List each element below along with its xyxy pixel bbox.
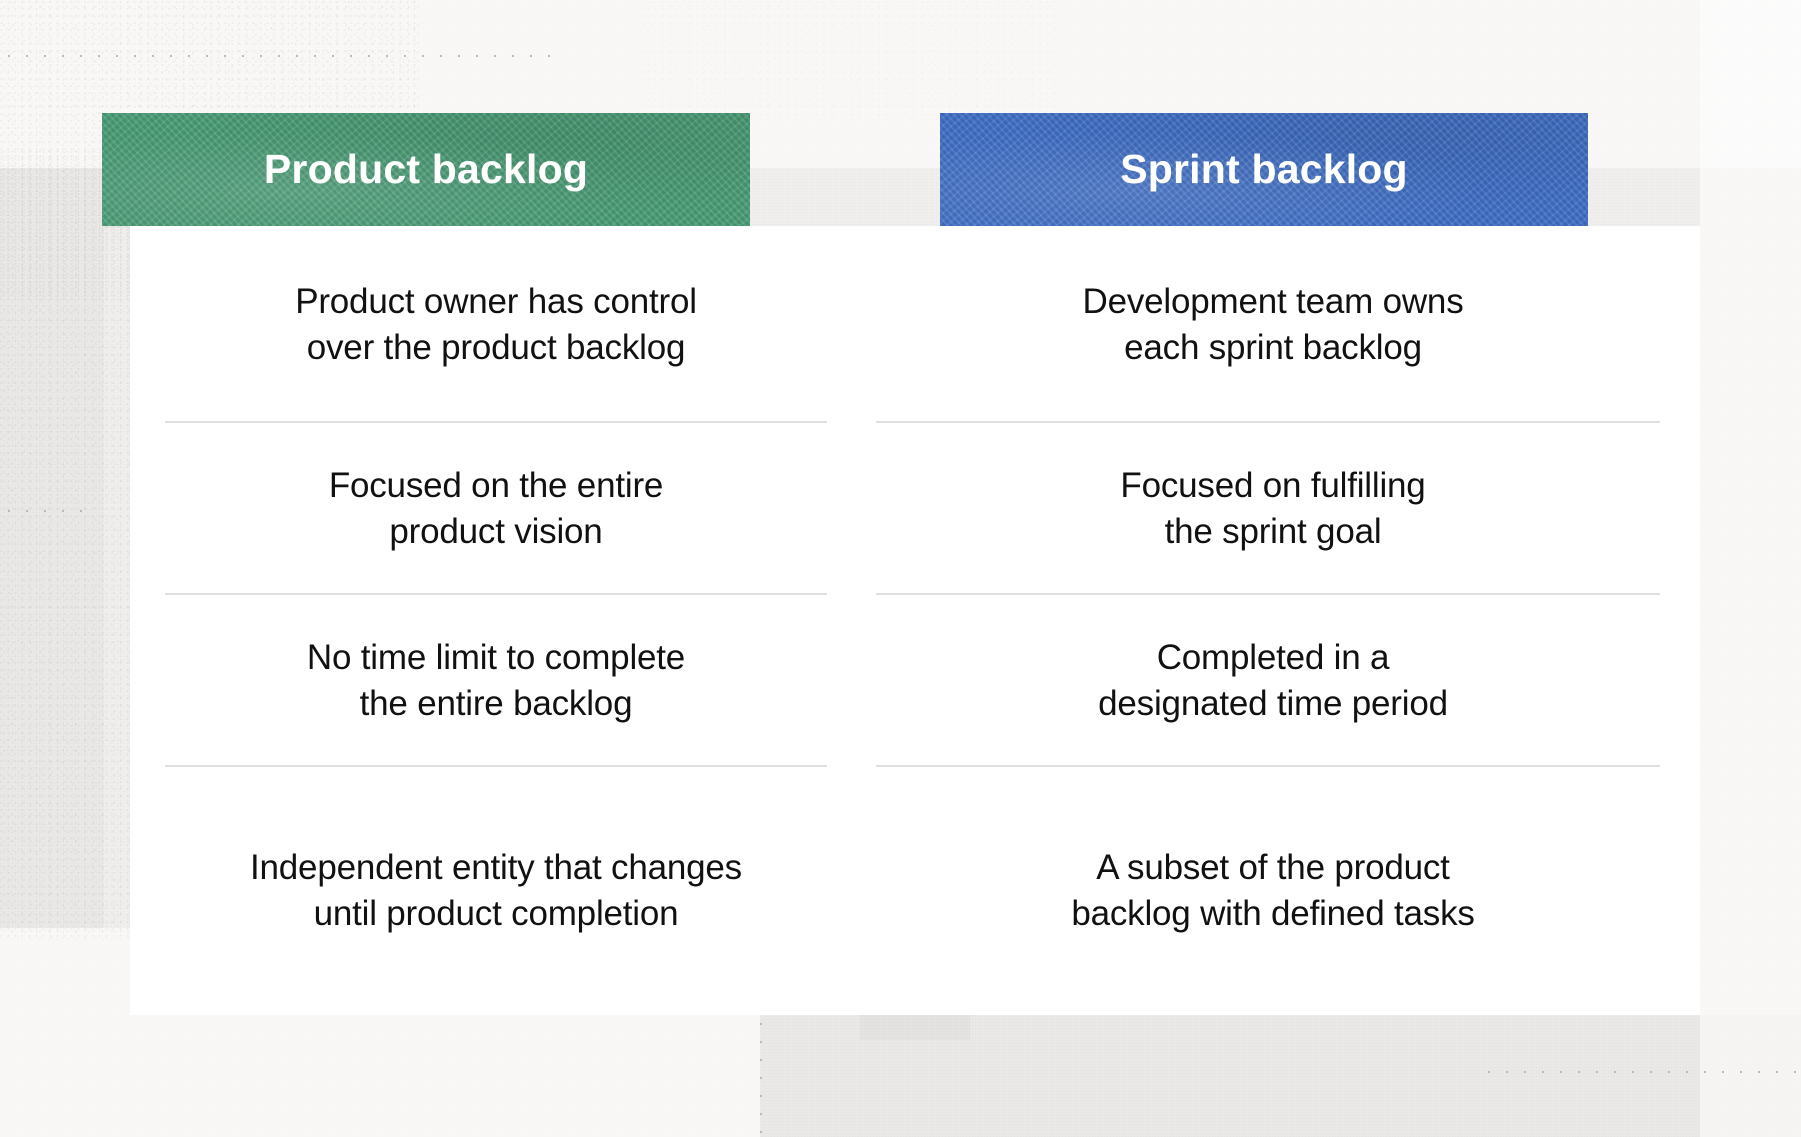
column-header-product-backlog: Product backlog bbox=[102, 113, 750, 226]
list-item-text: Development team owns each sprint backlo… bbox=[1082, 281, 1464, 367]
row-divider bbox=[165, 421, 827, 423]
list-item[interactable]: A subset of the product backlog with def… bbox=[846, 767, 1700, 1015]
row-divider bbox=[876, 593, 1660, 595]
background-block bbox=[1700, 0, 1801, 1137]
column-sprint-backlog: Sprint backlog Development team owns eac… bbox=[846, 113, 1700, 1015]
column-body-sprint-backlog: Development team owns each sprint backlo… bbox=[846, 226, 1700, 1015]
background-grain bbox=[640, 0, 1060, 120]
dotted-rule-left bbox=[0, 510, 90, 512]
list-item-text: Focused on the entire product vision bbox=[328, 466, 664, 551]
list-item[interactable]: Development team owns each sprint backlo… bbox=[846, 226, 1700, 423]
list-item[interactable]: Focused on fulfilling the sprint goal bbox=[846, 423, 1700, 595]
column-body-product-backlog: Product owner has control over the produ… bbox=[130, 226, 862, 1015]
dotted-rule-top-left bbox=[0, 55, 560, 57]
row-divider bbox=[876, 421, 1660, 423]
list-item-text: Independent entity that changes until pr… bbox=[250, 848, 742, 933]
column-title: Sprint backlog bbox=[1120, 146, 1408, 192]
column-product-backlog: Product backlog Product owner has contro… bbox=[102, 113, 862, 1015]
dotted-rule-bottom-center bbox=[760, 1015, 762, 1137]
list-item[interactable]: Product owner has control over the produ… bbox=[130, 226, 862, 423]
list-item-text: Focused on fulfilling the sprint goal bbox=[1120, 466, 1426, 551]
row-divider bbox=[165, 765, 827, 767]
list-item-text: Product owner has control over the produ… bbox=[295, 281, 697, 367]
list-item[interactable]: Independent entity that changes until pr… bbox=[130, 767, 862, 1015]
list-item[interactable]: Completed in a designated time period bbox=[846, 595, 1700, 767]
list-item-text: No time limit to complete the entire bac… bbox=[306, 638, 686, 723]
list-item-text: Completed in a designated time period bbox=[1098, 638, 1448, 723]
list-item[interactable]: Focused on the entire product vision bbox=[130, 423, 862, 595]
column-title: Product backlog bbox=[263, 146, 589, 192]
row-divider bbox=[876, 765, 1660, 767]
dotted-rule-bottom-right bbox=[1480, 1071, 1801, 1073]
row-divider bbox=[165, 593, 827, 595]
column-header-sprint-backlog: Sprint backlog bbox=[940, 113, 1588, 226]
list-item-text: A subset of the product backlog with def… bbox=[1071, 848, 1475, 933]
list-item[interactable]: No time limit to complete the entire bac… bbox=[130, 595, 862, 767]
